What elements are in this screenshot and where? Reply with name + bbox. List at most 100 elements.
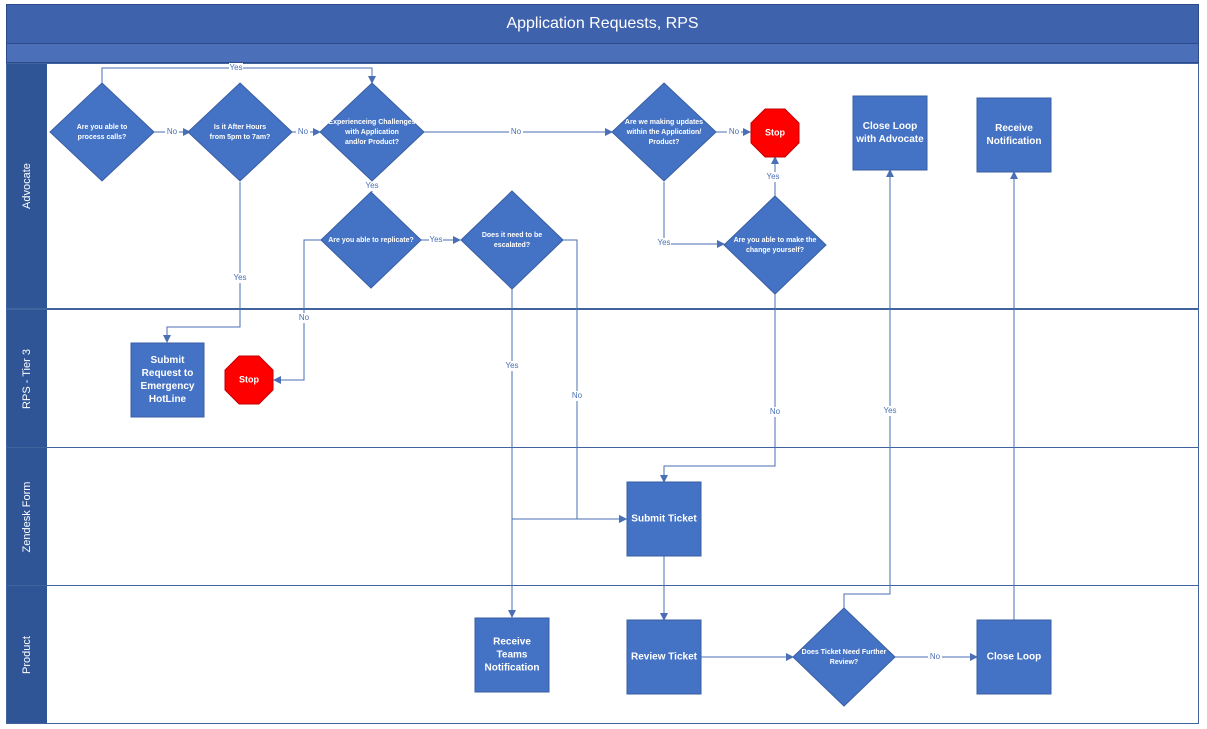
edge-label-yes-further-bg [883,406,897,416]
decision-replicate: Are you able to replicate? [320,191,422,289]
process-review-ticket-text: Review Ticket [631,652,698,663]
decision-further-review-shape [792,607,896,707]
diagram-title-text: Application Requests, RPS [506,15,699,32]
decision-updates-text: within the Application/ [626,129,701,136]
process-close-loop-shape [976,619,1052,695]
edge-label-yes-top-bg [229,63,243,73]
process-receive-notification-shape [976,97,1052,173]
decision-after-hours-text: from 5pm to 7am? [210,134,271,141]
edge-label-no-further-bg [928,652,942,662]
decision-challenges-text: and/or Product? [345,139,399,146]
edge-label-yes-further: Yes [883,406,896,415]
edge-label-yes-top: Yes [229,63,242,72]
edge-label-yes-replicate: Yes [429,235,442,244]
edge-label-no-2-bg [296,127,310,137]
process-receive-notification-text: Notification [987,136,1042,147]
lane-header-product: Product [7,586,47,723]
decision-process-calls: Are you able to process calls? [49,82,155,182]
decision-updates-shape [611,82,717,182]
edge-makechange-to-submit-no [660,294,776,483]
lane-zendesk: Zendesk Form [6,447,1199,586]
edge-escalated-to-submit-no [563,239,627,523]
process-emergency-hotline-shape [130,342,205,418]
edge-label-no-4-bg [727,127,741,137]
decision-make-change-shape [723,195,827,295]
edge-label-yes-afterhours: Yes [233,273,246,282]
process-close-loop: Close Loop [976,619,1052,695]
decision-after-hours-text: Is it After Hours [214,124,266,131]
decision-process-calls-text: Are you able to [77,124,128,131]
edge-afterhours-to-hotline-yes [163,182,241,343]
edge-label-yes-challenges-bg [365,181,379,191]
stop-mid-octagon [224,355,274,405]
stop-mid: Stop [224,355,274,405]
decision-escalated-text: Does it need to be [482,232,542,239]
process-submit-ticket-text: Submit Ticket [631,514,697,525]
edge-label-yes-makechange: Yes [766,172,779,181]
process-emergency-hotline-text: Submit [151,355,186,366]
stop-mid-text: Stop [239,374,259,384]
title-sub-bar [6,44,1199,63]
edge-label-yes-updates-bg [657,238,671,248]
process-close-loop-advocate-text: Close Loop [863,121,917,132]
edge-label-no-1-bg [165,127,179,137]
decision-further-review-text: Does Ticket Need Further [802,649,887,656]
edge-label-yes-challenges: Yes [365,181,378,190]
decision-replicate-text: Are you able to replicate? [328,237,414,244]
decision-make-change-text: Are you able to make the [734,237,817,244]
stop-top-text: Stop [765,127,785,137]
edge-label-no-3-bg [509,127,523,137]
edge-label-no-escalated-bg [570,391,584,401]
decision-escalated-text: escalated? [494,242,530,249]
decision-escalated: Does it need to be escalated? [460,190,564,290]
lane-tier3: RPS - Tier 3 [6,309,1199,448]
decision-further-review-text: Review? [830,659,858,666]
process-emergency-hotline-text: Request to [142,368,194,379]
lane-header-zendesk: Zendesk Form [7,448,47,585]
decision-escalated-shape [460,190,564,290]
edge-label-yes-replicate-bg [429,235,443,245]
process-submit-ticket-shape [626,481,702,557]
edge-replicate-to-stop-no [273,239,321,384]
process-receive-notification-text: Receive [995,123,1033,134]
decision-updates-text: Product? [649,139,680,146]
process-teams-notification-text: Notification [485,663,540,674]
lane-header-advocate: Advocate [7,64,47,308]
edge-further-to-advocate-yes [843,169,894,609]
process-review-ticket: Review Ticket [626,619,702,695]
process-emergency-hotline-text: HotLine [149,394,187,405]
edge-label-yes-escalated-bg [505,361,519,371]
process-teams-notification-shape [474,617,550,693]
decision-after-hours: Is it After Hours from 5pm to 7am? [187,82,293,182]
edge-label-yes-makechange-bg [766,172,780,182]
decision-updates-text: Are we making updates [625,119,703,126]
edge-label-no-replicate: No [299,313,310,322]
decision-challenges-text: with Application [344,129,399,136]
process-close-loop-advocate-text: with Advocate [855,134,924,145]
process-teams-notification-text: Receive [493,637,531,648]
process-close-loop-text: Close Loop [987,652,1041,663]
edge-label-yes-escalated: Yes [505,361,518,370]
decision-process-calls-text: process calls? [78,134,127,141]
stop-top: Stop [750,108,800,158]
edge-label-no-escalated: No [572,391,583,400]
process-teams-notification-text: Teams [497,650,528,661]
process-emergency-hotline-text: Emergency [141,381,195,392]
edge-label-no-1: No [167,127,178,136]
edge-label-yes-updates: Yes [657,238,670,247]
decision-after-hours-shape [187,82,293,182]
decision-challenges-text: Experienceing Challenges [328,119,415,126]
lane-header-tier3: RPS - Tier 3 [7,310,47,447]
edge-label-no-4: No [729,127,740,136]
process-close-loop-advocate: Close Loop with Advocate [852,95,928,171]
shapes-layer: Are you able to process calls? Is it After… [49,82,1052,707]
diagram-title: Application Requests, RPS [6,4,1199,44]
